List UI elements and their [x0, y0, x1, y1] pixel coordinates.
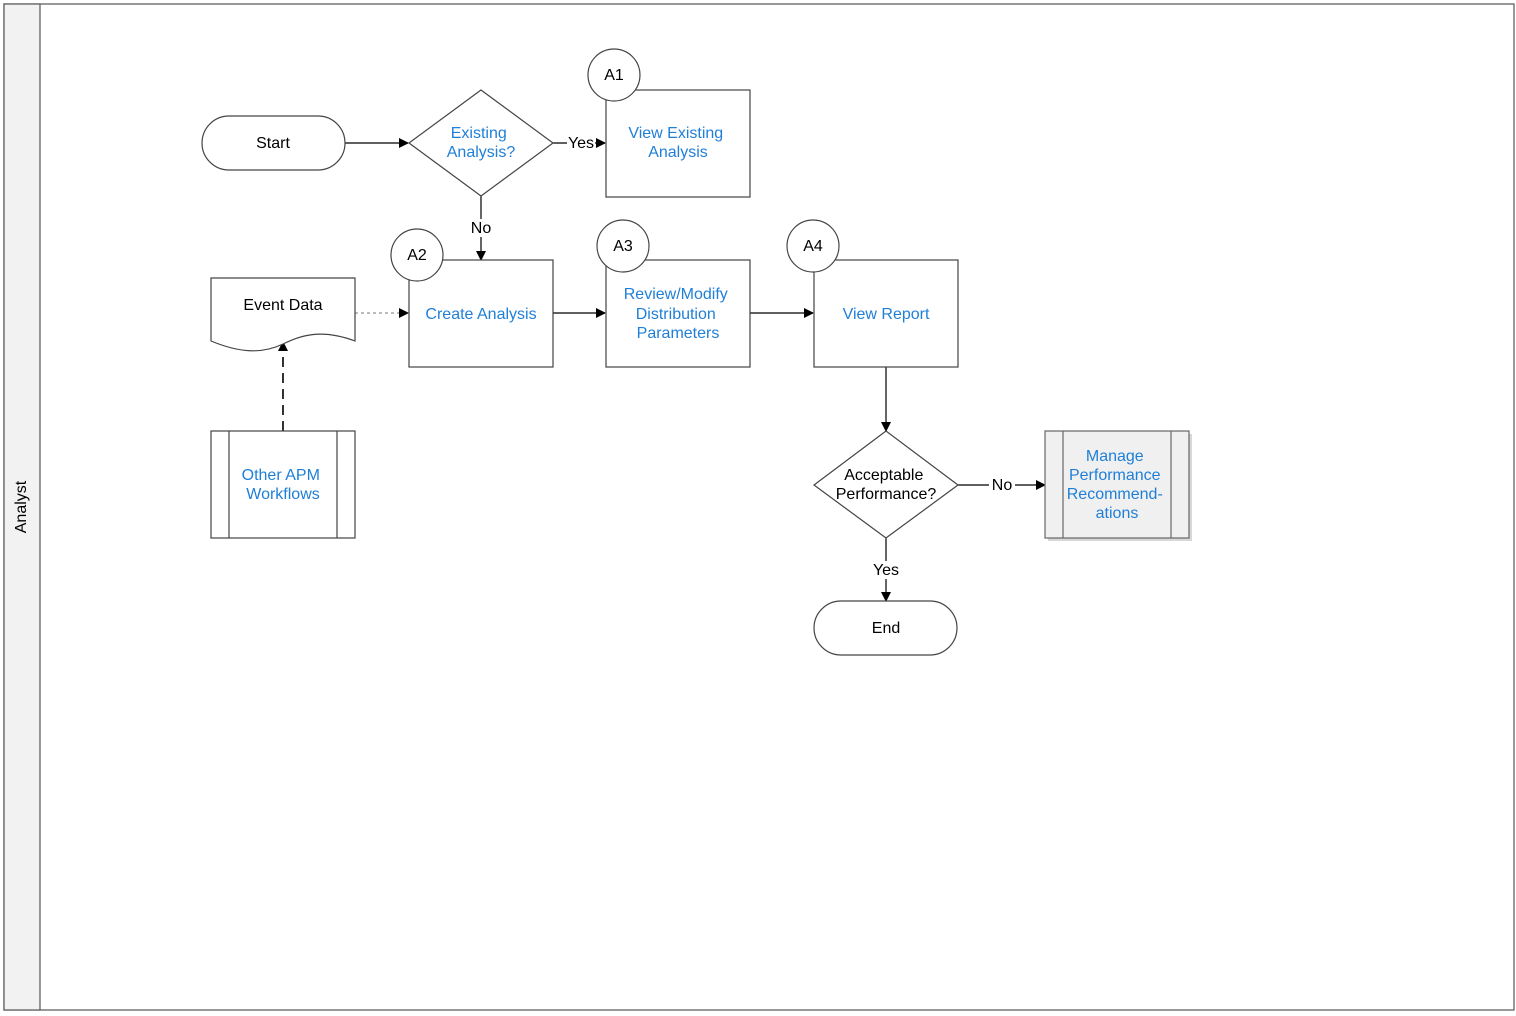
existing-analysis-line-1: Existing: [451, 125, 507, 142]
edge-label-existing-yes: Yes: [568, 135, 594, 152]
manage-recs-line-2: Performance: [1069, 467, 1161, 484]
view-report-label: View Report: [843, 306, 930, 323]
view-existing-line-1: View Existing: [628, 125, 723, 142]
step-badge-a2-label: A2: [407, 247, 427, 264]
view-existing-line-2: Analysis: [648, 144, 708, 161]
event-data-document[interactable]: Event Data: [210, 277, 356, 352]
acceptable-performance-decision[interactable]: Acceptable Performance?: [812, 430, 960, 539]
svg-text:Other APM Workflows: Other APM Workflows: [242, 467, 325, 503]
existing-analysis-decision[interactable]: Existing Analysis?: [407, 89, 555, 197]
create-analysis-step[interactable]: Create Analysis: [408, 259, 554, 368]
view-report-step[interactable]: View Report: [813, 259, 959, 368]
existing-analysis-line-2: Analysis?: [447, 144, 516, 161]
event-data-label: Event Data: [243, 297, 322, 314]
manage-recs-line-4: ations: [1096, 505, 1139, 522]
step-badge-a3: A3: [596, 219, 650, 273]
step-badge-a4: A4: [786, 219, 840, 273]
review-modify-step[interactable]: Review/Modify Distribution Parameters: [605, 259, 751, 368]
other-apm-line-2: Workflows: [246, 486, 320, 503]
lane-label: Analyst: [13, 480, 30, 533]
start-label: Start: [256, 135, 290, 152]
step-badge-a2: A2: [390, 228, 444, 282]
manage-performance-recommendations-process[interactable]: Manage Performance Recommend- ations: [1044, 430, 1192, 541]
svg-text:Manage Performance: Manage Performance Recommend- ations: [1067, 448, 1167, 522]
svg-text:Acceptable Performance?: Acceptable Performance?: [836, 467, 937, 503]
edge-label-acceptable-no: No: [992, 477, 1013, 494]
step-badge-a3-label: A3: [613, 238, 633, 255]
edge-label-existing-no: No: [471, 220, 492, 237]
acceptable-line-1: Acceptable: [844, 467, 923, 484]
lane-header: [3, 3, 41, 1011]
review-modify-line-3: Parameters: [637, 325, 720, 342]
manage-recs-line-1: Manage: [1086, 448, 1144, 465]
svg-text:Existing Analysis?: Existing Analysis?: [447, 125, 516, 161]
start-terminator[interactable]: Start: [201, 115, 346, 171]
view-existing-analysis-step[interactable]: View Existing Analysis: [605, 89, 751, 198]
acceptable-line-2: Performance?: [836, 486, 937, 503]
step-badge-a1-label: A1: [604, 67, 624, 84]
end-terminator[interactable]: End: [813, 600, 958, 656]
end-label: End: [872, 620, 900, 637]
other-apm-line-1: Other APM: [242, 467, 320, 484]
edge-labels: Yes No No Yes: [469, 134, 1015, 579]
svg-text:Review/Modify Distributi: Review/Modify Distribution Parameters: [624, 286, 732, 342]
create-analysis-label: Create Analysis: [425, 306, 536, 323]
edge-label-acceptable-yes: Yes: [873, 562, 899, 579]
other-apm-workflows-process[interactable]: Other APM Workflows: [210, 430, 356, 539]
step-badge-a1: A1: [587, 48, 641, 102]
review-modify-line-2: Distribution: [636, 306, 716, 323]
step-badge-a4-label: A4: [803, 238, 823, 255]
review-modify-line-1: Review/Modify: [624, 286, 728, 303]
manage-recs-line-3: Recommend-: [1067, 486, 1163, 503]
svg-text:View Existing Analysis: View Existing Analysis: [628, 125, 727, 161]
